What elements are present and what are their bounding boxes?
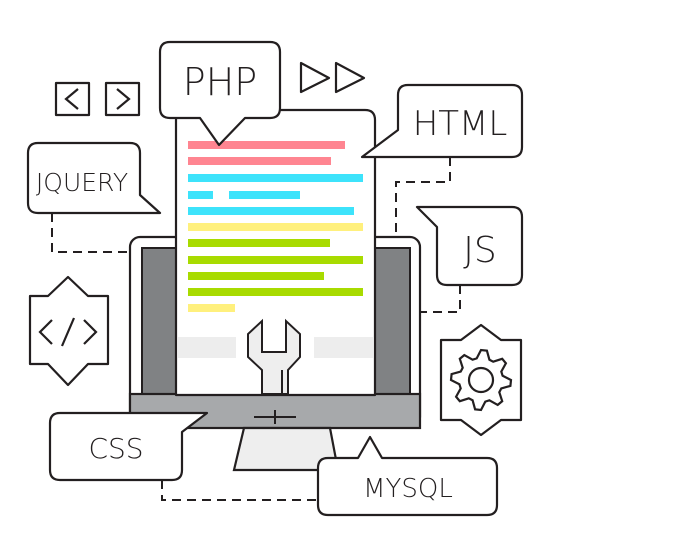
code-line: [188, 223, 363, 231]
php-bubble: PHP: [158, 40, 282, 147]
fast-forward-icon: [299, 61, 366, 94]
chevron-right-icon: [104, 81, 141, 117]
code-line: [188, 157, 331, 165]
jquery-label: JQUERY: [36, 168, 128, 197]
code-line: [188, 141, 345, 149]
chevron-left-icon: [54, 81, 91, 117]
gear-hole: [467, 366, 495, 394]
gear-icon: [439, 323, 523, 437]
code-line: [188, 288, 363, 296]
css-bubble: CSS: [48, 411, 209, 482]
html-bubble: HTML: [360, 83, 524, 159]
code-line: [229, 191, 300, 199]
code-line: [188, 191, 213, 199]
mysql-bubble: MYSQL: [316, 435, 499, 517]
code-line: [188, 239, 330, 247]
code-line: [188, 207, 354, 215]
code-document: [174, 108, 377, 397]
code-lines: [188, 141, 363, 312]
js-bubble: JS: [415, 205, 524, 287]
dashed-connectors: [51, 157, 461, 501]
code-icon: [28, 275, 110, 387]
code-line: [188, 174, 363, 182]
html-label: HTML: [413, 104, 508, 144]
css-label: CSS: [88, 432, 143, 465]
jquery-bubble: JQUERY: [26, 141, 162, 215]
wrench-icon: [247, 318, 301, 395]
js-label: JS: [463, 230, 496, 271]
mysql-label: MYSQL: [363, 474, 453, 504]
code-line: [188, 304, 235, 312]
code-line: [188, 272, 324, 280]
php-label: PHP: [183, 60, 257, 104]
code-line: [188, 256, 363, 264]
